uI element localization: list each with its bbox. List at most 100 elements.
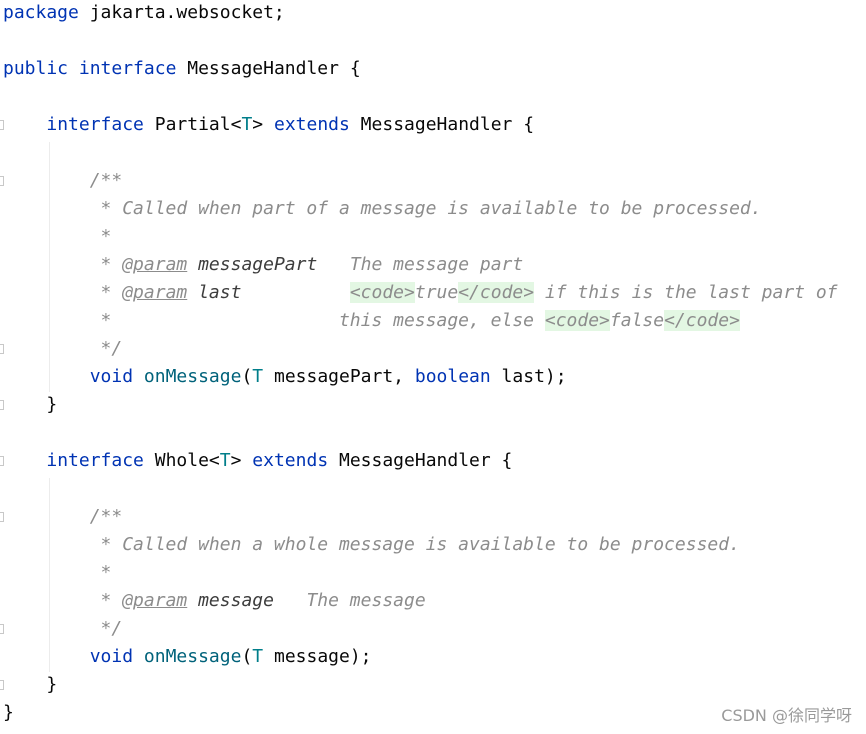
- keyword: package: [3, 2, 79, 23]
- keyword: interface: [46, 450, 144, 471]
- type-parameter: T: [241, 114, 253, 135]
- code-line[interactable]: }: [3, 391, 57, 419]
- type-parameter: T: [252, 366, 264, 387]
- fold-marker-icon[interactable]: [0, 512, 4, 522]
- indent-guide: [49, 478, 50, 672]
- indent-guide: [49, 142, 50, 392]
- indent: [3, 366, 90, 387]
- keyword: public: [3, 58, 69, 79]
- code-text: message);: [263, 646, 372, 667]
- fold-marker-icon[interactable]: [0, 456, 4, 466]
- fold-marker-icon[interactable]: [0, 120, 4, 130]
- code-text: (: [241, 646, 253, 667]
- code-line[interactable]: *: [3, 223, 112, 251]
- code-text: >: [252, 114, 274, 135]
- html-code-tag: </code>: [664, 310, 740, 331]
- code-line[interactable]: */: [3, 615, 123, 643]
- doc-comment: * Called when part of a message is avail…: [3, 198, 762, 219]
- doc-param-name: last: [198, 282, 242, 303]
- indent: [3, 450, 46, 471]
- keyword: interface: [78, 58, 177, 79]
- code-text: (: [241, 366, 253, 387]
- keyword: void: [89, 646, 134, 667]
- code-line[interactable]: }: [3, 699, 14, 727]
- code-text: MessageHandler {: [349, 114, 535, 135]
- code-text: [133, 646, 144, 667]
- doc-comment: [187, 590, 198, 611]
- keyword: void: [89, 366, 134, 387]
- package-name: jakarta.websocket;: [78, 2, 285, 23]
- watermark: CSDN @徐同学呀: [721, 706, 852, 725]
- code-line[interactable]: interface Whole<T> extends MessageHandle…: [3, 447, 512, 475]
- fold-marker-icon[interactable]: [0, 624, 4, 634]
- code-line[interactable]: * @param messagePart The message part: [3, 251, 524, 279]
- doc-comment: *: [3, 590, 123, 611]
- indent: [3, 114, 46, 135]
- doc-comment: *: [3, 254, 123, 275]
- method-name: onMessage: [143, 646, 242, 667]
- code-line[interactable]: * this message, else <code>false</code>: [3, 307, 740, 335]
- method-name: onMessage: [143, 366, 242, 387]
- doc-comment: */: [3, 618, 123, 639]
- fold-marker-icon[interactable]: [0, 176, 4, 186]
- code-text: last);: [490, 366, 567, 387]
- doc-tag: @param: [122, 282, 188, 303]
- keyword: extends: [273, 114, 350, 135]
- code-text: messagePart,: [263, 366, 415, 387]
- code-line[interactable]: * @param message The message: [3, 587, 426, 615]
- code-text: [68, 58, 79, 79]
- doc-param-name: messagePart: [198, 254, 318, 275]
- doc-comment: [241, 282, 349, 303]
- code-line[interactable]: interface Partial<T> extends MessageHand…: [3, 111, 534, 139]
- doc-comment: false: [609, 310, 665, 331]
- code-line[interactable]: package jakarta.websocket;: [3, 0, 285, 27]
- fold-marker-icon[interactable]: [0, 344, 4, 354]
- code-text: MessageHandler {: [328, 450, 513, 471]
- code-text: Whole<: [143, 450, 220, 471]
- code-text: }: [3, 674, 58, 695]
- html-code-tag: <code>: [544, 310, 610, 331]
- code-line[interactable]: /**: [3, 503, 123, 531]
- code-line[interactable]: public interface MessageHandler {: [3, 55, 361, 83]
- doc-comment: */: [3, 338, 123, 359]
- code-text: MessageHandler {: [176, 58, 361, 79]
- doc-comment: [187, 254, 198, 275]
- doc-comment: *: [3, 562, 112, 583]
- code-text: }: [3, 702, 14, 723]
- code-line[interactable]: * Called when part of a message is avail…: [3, 195, 762, 223]
- code-line[interactable]: * Called when a whole message is availab…: [3, 531, 740, 559]
- doc-comment: *: [3, 226, 112, 247]
- html-code-tag: <code>: [349, 282, 415, 303]
- code-line[interactable]: *: [3, 559, 112, 587]
- code-line[interactable]: /**: [3, 167, 123, 195]
- keyword: boolean: [414, 366, 491, 387]
- doc-comment: if this is the last part of: [534, 282, 838, 303]
- doc-comment: The message: [273, 590, 426, 611]
- doc-comment: * this message, else: [3, 310, 545, 331]
- doc-comment: /**: [3, 170, 123, 191]
- doc-comment: * Called when a whole message is availab…: [3, 534, 740, 555]
- doc-comment: [187, 282, 198, 303]
- code-line[interactable]: void onMessage(T messagePart, boolean la…: [3, 363, 567, 391]
- doc-tag: @param: [122, 254, 188, 275]
- type-parameter: T: [252, 646, 264, 667]
- doc-tag: @param: [122, 590, 188, 611]
- doc-comment: *: [3, 282, 123, 303]
- code-line[interactable]: */: [3, 335, 123, 363]
- doc-comment: /**: [3, 506, 123, 527]
- keyword: interface: [46, 114, 144, 135]
- code-line[interactable]: * @param last <code>true</code> if this …: [3, 279, 838, 307]
- code-text: >: [230, 450, 253, 471]
- code-text: Partial<: [143, 114, 242, 135]
- doc-comment: The message part: [317, 254, 524, 275]
- code-line[interactable]: void onMessage(T message);: [3, 643, 372, 671]
- code-text: }: [3, 394, 58, 415]
- fold-marker-icon[interactable]: [0, 400, 4, 410]
- code-line[interactable]: }: [3, 671, 57, 699]
- indent: [3, 646, 90, 667]
- doc-param-name: message: [198, 590, 274, 611]
- type-parameter: T: [219, 450, 231, 471]
- doc-comment: true: [414, 282, 459, 303]
- fold-marker-icon[interactable]: [0, 680, 4, 690]
